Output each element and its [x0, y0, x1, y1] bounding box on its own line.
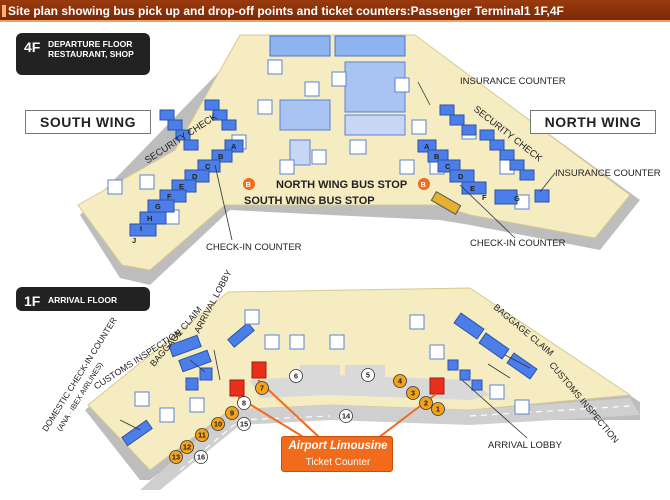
svg-text:G: G — [155, 202, 161, 211]
insurance-counter-right-label: INSURANCE COUNTER — [555, 168, 661, 179]
insurance-counter-top-label: INSURANCE COUNTER — [460, 76, 566, 87]
bus-stop-5-marker — [361, 368, 375, 382]
svg-text:C: C — [205, 162, 211, 171]
bus-stop-8-marker — [237, 396, 251, 410]
south-wing-label: SOUTH WING — [25, 110, 151, 134]
bus-stop-14-number: 14 — [342, 412, 351, 421]
bus-stop-14-marker — [339, 409, 353, 423]
svg-text:E: E — [179, 182, 184, 191]
bus-stop-1-marker — [431, 402, 445, 416]
bus-stop-6-number: 6 — [294, 372, 298, 381]
svg-text:E: E — [470, 184, 475, 193]
bus-stop-12-marker — [180, 440, 194, 454]
svg-text:A: A — [424, 142, 430, 151]
page-title: Site plan showing bus pick up and drop-o… — [8, 4, 564, 18]
floor-4f-number: 4F — [24, 39, 41, 55]
svg-text:B: B — [218, 152, 224, 161]
svg-text:F: F — [482, 193, 487, 202]
bus-stop-9-marker — [225, 406, 239, 420]
svg-text:A: A — [231, 142, 237, 151]
bus-stop-1-number: 1 — [436, 405, 440, 414]
bus-stop-16-marker — [194, 450, 208, 464]
bus-stop-2-marker — [419, 396, 433, 410]
svg-text:G: G — [514, 194, 520, 203]
bus-stop-2-number: 2 — [424, 399, 428, 408]
bus-stop-8-number: 8 — [242, 399, 246, 408]
bus-stop-15-marker — [237, 417, 251, 431]
north-wing-bus-stop-label: NORTH WING BUS STOP — [276, 179, 408, 191]
title-bullet — [2, 5, 6, 17]
check-in-counter-north-label: CHECK-IN COUNTER — [470, 238, 566, 249]
bus-stop-11-number: 11 — [198, 431, 206, 440]
limousine-brand: Airport Limousine — [288, 440, 388, 452]
floor-1f-number: 1F — [24, 293, 41, 309]
svg-text:F: F — [167, 192, 172, 201]
bus-stop-5-number: 5 — [366, 371, 370, 380]
arrival-lobby-right-label: ARRIVAL LOBBY — [488, 440, 562, 451]
title-bar: Site plan showing bus pick up and drop-o… — [0, 0, 670, 22]
bus-stop-6-marker — [289, 369, 303, 383]
bus-stop-10-marker — [211, 417, 225, 431]
limousine-ticket-counter: Airport Limousine Ticket Counter — [281, 436, 393, 472]
bus-stop-7-marker — [255, 381, 269, 395]
svg-text:I: I — [140, 224, 142, 233]
bus-stop-12-number: 12 — [183, 443, 191, 452]
svg-text:H: H — [147, 214, 152, 223]
bus-stop-15-number: 15 — [240, 420, 248, 429]
check-in-counter-south-label: CHECK-IN COUNTER — [206, 242, 302, 253]
svg-text:B: B — [246, 180, 252, 189]
svg-text:D: D — [458, 172, 464, 181]
bus-stop-4-marker — [393, 374, 407, 388]
bus-stop-10-number: 10 — [214, 420, 222, 429]
svg-text:B: B — [421, 180, 427, 189]
bus-stop-7-number: 7 — [260, 384, 264, 393]
north-wing-label: NORTH WING — [530, 110, 656, 134]
svg-text:C: C — [445, 162, 451, 171]
svg-text:J: J — [132, 236, 136, 245]
bus-stop-4-number: 4 — [398, 377, 403, 386]
floor-1f-badge: 1F ARRIVAL FLOOR — [16, 287, 150, 311]
floor-1f-plan — [85, 287, 640, 490]
floor-4f-description: DEPARTURE FLOOR RESTAURANT, SHOP — [48, 39, 134, 59]
bus-stop-13-number: 13 — [172, 453, 180, 462]
bus-stop-11-marker — [195, 428, 209, 442]
bus-stop-3-number: 3 — [411, 389, 415, 398]
svg-text:B: B — [434, 152, 440, 161]
bus-stop-3-marker — [406, 386, 420, 400]
svg-text:D: D — [192, 172, 198, 181]
bus-stop-13-marker — [169, 450, 183, 464]
bus-stop-16-number: 16 — [197, 453, 205, 462]
floor-4f-badge: 4F DEPARTURE FLOOR RESTAURANT, SHOP — [16, 33, 150, 75]
floor-1f-description: ARRIVAL FLOOR — [48, 295, 118, 305]
south-wing-bus-stop-label: SOUTH WING BUS STOP — [244, 195, 375, 207]
floor-4f-plan: ABC DEF GHI J ABC DEF G B B — [77, 34, 640, 285]
limousine-counter-label: Ticket Counter — [305, 457, 371, 468]
bus-stop-9-number: 9 — [230, 409, 234, 418]
